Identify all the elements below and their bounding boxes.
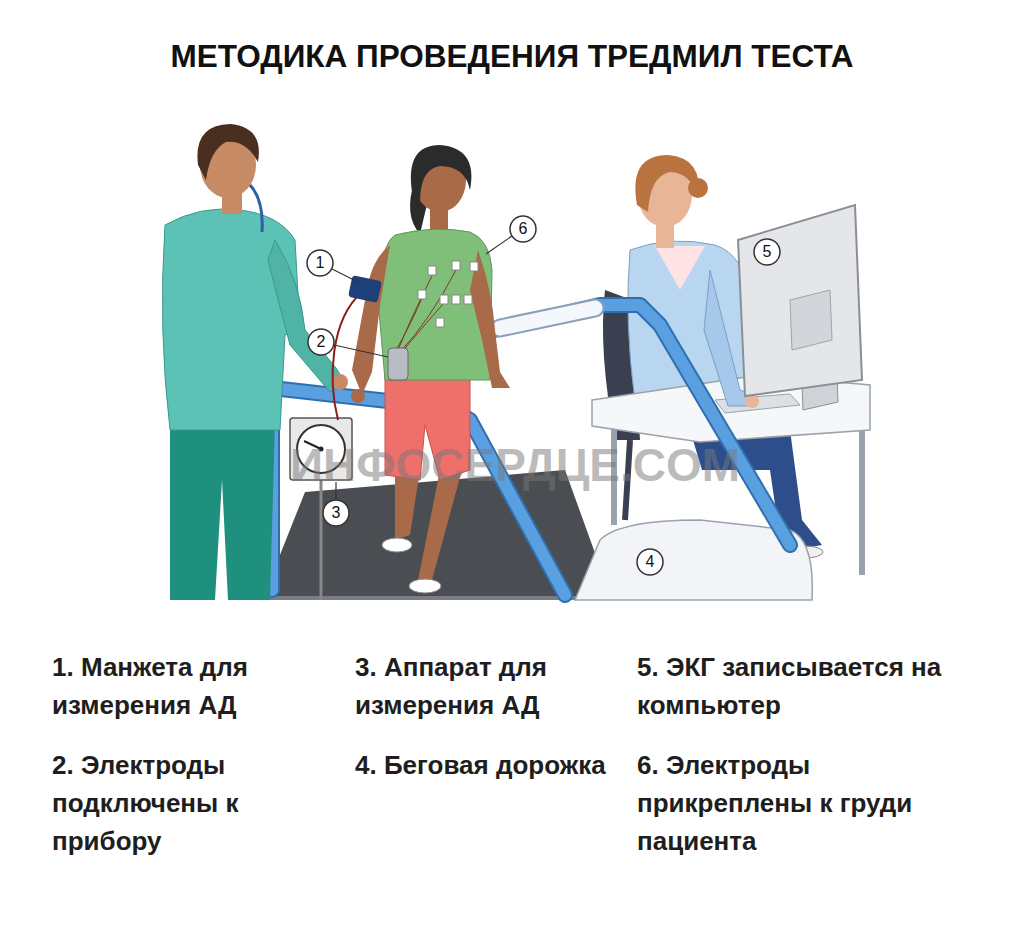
nurse-hair-bun — [688, 178, 708, 198]
treadmill — [262, 305, 812, 600]
ecg-electrode — [470, 262, 478, 271]
callout-circle — [308, 329, 334, 355]
callouts — [307, 216, 780, 575]
ecg-electrode — [452, 295, 460, 304]
monitor — [738, 205, 862, 396]
legend-note: 4. Беговая дорожка — [355, 746, 617, 784]
patient-hand — [351, 389, 365, 403]
legend-note: 6. Электроды прикреплены к груди пациент… — [637, 746, 927, 860]
front-rail — [445, 305, 790, 545]
leader-line — [486, 236, 512, 254]
desk-leg — [859, 425, 865, 575]
doctor-scrubs — [162, 209, 300, 430]
console-pad — [500, 308, 595, 328]
patient-arm — [470, 250, 510, 388]
leader-line — [334, 345, 388, 357]
callout-circle — [637, 549, 663, 575]
callout-circle — [307, 250, 333, 276]
ecg-recorder — [388, 348, 408, 380]
leader-line — [332, 269, 360, 283]
callout-number: 2 — [308, 329, 334, 355]
doctor-arm — [268, 240, 346, 392]
patient-hair — [411, 145, 472, 202]
ecg-wires — [396, 270, 456, 352]
patient-shoe — [382, 538, 412, 552]
legend-note: 1. Манжета для измерения АД — [52, 648, 322, 724]
title: МЕТОДИКА ПРОВЕДЕНИЯ ТРЕДМИЛ ТЕСТА — [0, 34, 1024, 78]
rail-outline — [445, 305, 790, 545]
ecg-electrode — [418, 290, 426, 299]
legend-note: 3. Аппарат для измерения АД — [355, 648, 617, 724]
doctor-hand — [332, 374, 348, 390]
stethoscope — [250, 185, 262, 232]
monitor-back-panel — [790, 290, 832, 350]
ecg-electrode — [436, 318, 444, 327]
callout-circle — [754, 239, 780, 265]
callout-number: 6 — [510, 216, 536, 242]
callout-number: 4 — [637, 549, 663, 575]
callout-circle — [510, 216, 536, 242]
callout-number: 1 — [307, 250, 333, 276]
doctor — [162, 124, 348, 600]
nurse-workstation — [592, 155, 870, 575]
legend-note: 5. ЭКГ записывается на компьютер — [637, 648, 982, 724]
patient-shoe — [409, 579, 441, 593]
watermark: ИНФОСЕРДЦЕ.COM — [290, 438, 740, 492]
callout-number: 3 — [323, 500, 349, 526]
ecg-electrode — [452, 261, 460, 270]
ecg-electrode — [428, 266, 436, 275]
ecg-electrode — [464, 295, 472, 304]
doctor-hair — [197, 124, 258, 180]
console-pad-outline — [500, 308, 595, 328]
legend-note: 2. Электроды подключены к прибору — [52, 746, 307, 860]
patient-arm — [352, 245, 390, 395]
apparatus-stand — [320, 480, 323, 600]
doctor-pants — [170, 420, 275, 600]
nurse-collar — [655, 246, 705, 290]
patient — [348, 145, 510, 593]
callout-circle — [323, 500, 349, 526]
callout-number: 5 — [754, 239, 780, 265]
ecg-electrode — [440, 295, 448, 304]
